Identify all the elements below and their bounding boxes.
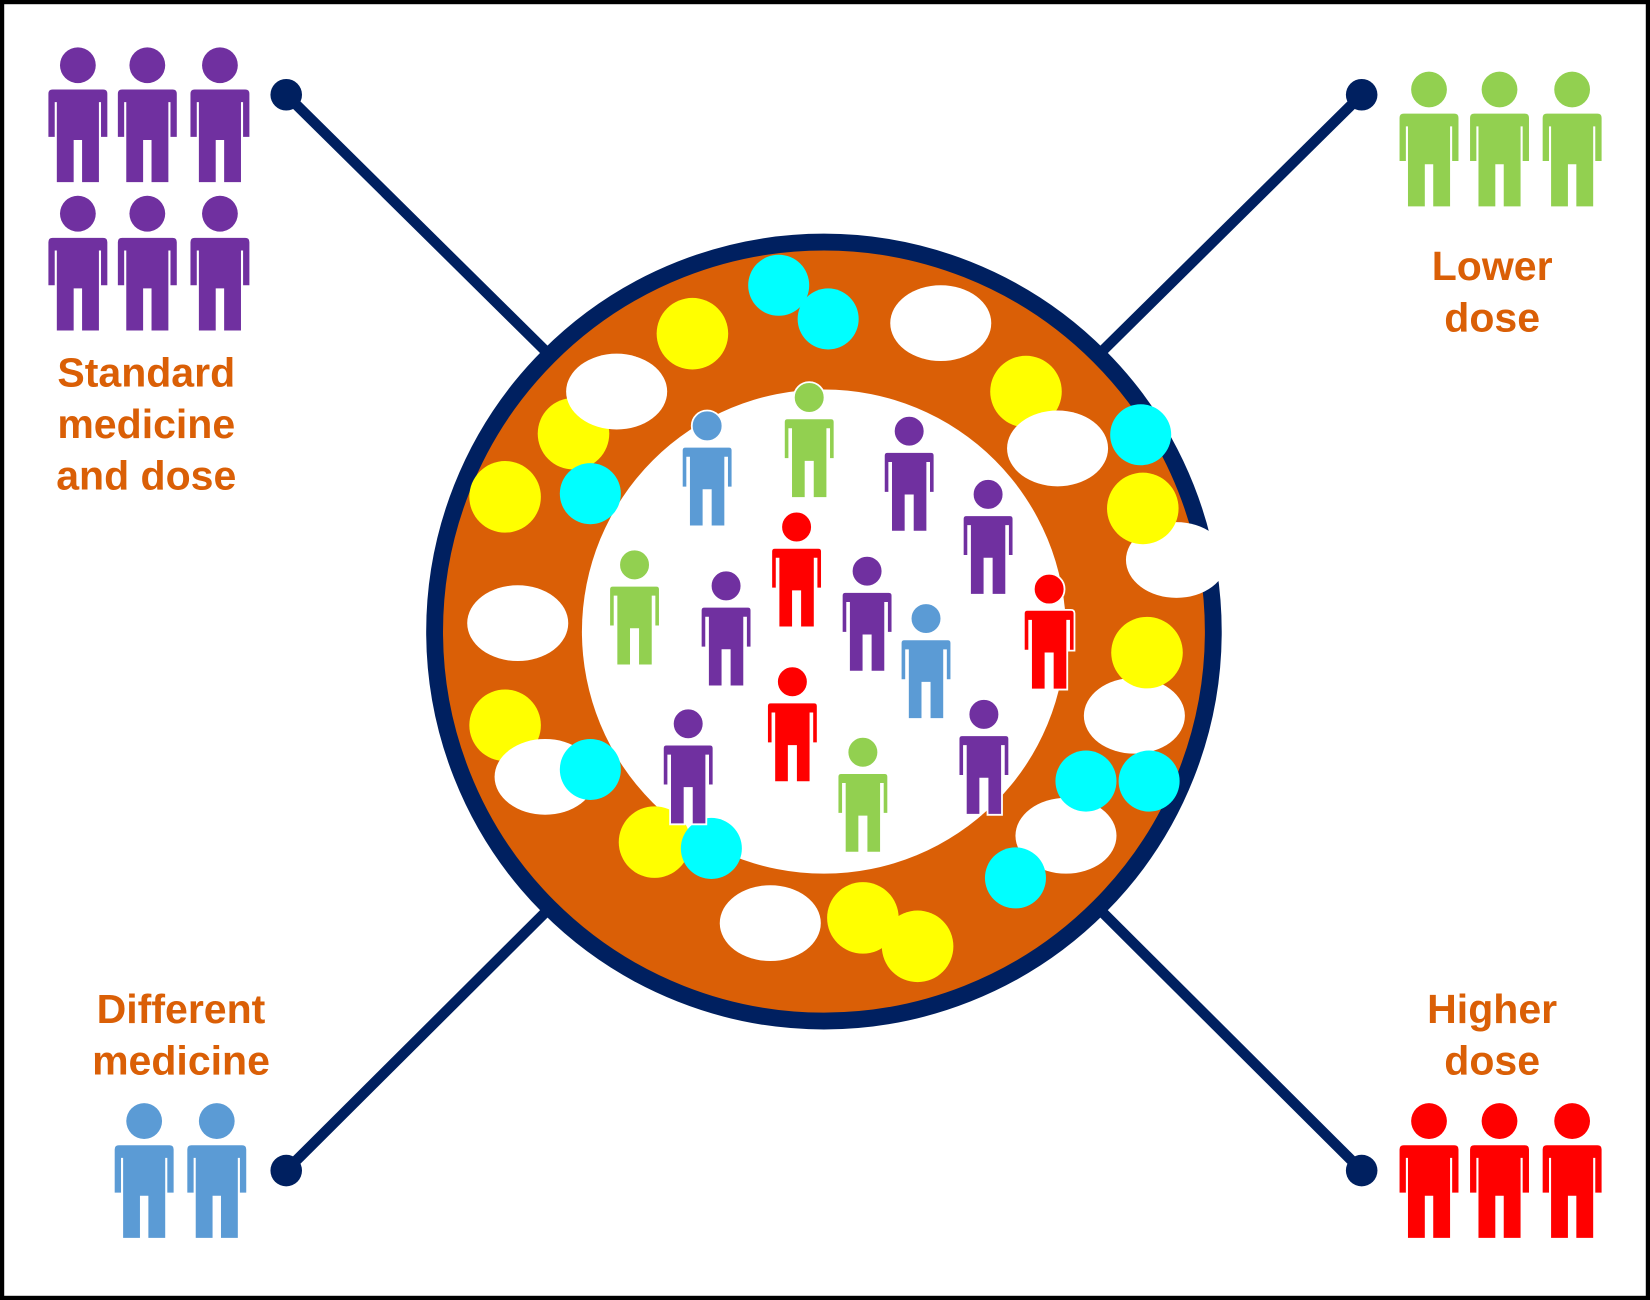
white-dot — [566, 353, 668, 430]
white-dot — [719, 885, 821, 962]
yellow-dot — [1111, 616, 1183, 689]
cyan-dot — [1118, 750, 1180, 812]
connector-dot — [270, 78, 303, 111]
white-dot — [1015, 797, 1117, 874]
connector-dot — [1345, 78, 1378, 111]
yellow-dot — [656, 297, 729, 370]
white-dot — [467, 585, 569, 662]
cyan-dot — [559, 463, 621, 525]
label-different-line1: Different — [97, 986, 266, 1032]
connector-standard — [282, 90, 557, 362]
yellow-dot — [881, 910, 954, 983]
group-different: Different medicine — [92, 986, 270, 1238]
cyan-dot — [748, 254, 810, 316]
label-standard-line1: Standard — [57, 349, 235, 395]
label-different-line2: medicine — [92, 1038, 270, 1084]
yellow-dot — [990, 355, 1062, 428]
label-higher-line1: Higher — [1427, 986, 1557, 1032]
group-lower: Lower dose — [1399, 71, 1602, 341]
label-lower-line2: dose — [1444, 295, 1540, 341]
connector-lower — [1091, 90, 1366, 362]
ring-dots — [467, 254, 1227, 983]
white-dot — [890, 285, 992, 362]
label-lower-line1: Lower — [1432, 243, 1553, 289]
group-standard: Standard medicine and dose — [48, 47, 250, 498]
connector-higher — [1091, 901, 1366, 1175]
yellow-dot — [1107, 472, 1179, 545]
group-higher: Higher dose — [1399, 986, 1602, 1238]
cyan-dot — [1110, 404, 1172, 466]
connector-dot — [270, 1154, 303, 1187]
cyan-dot — [984, 847, 1046, 909]
cyan-dot — [559, 738, 621, 800]
yellow-dot — [469, 461, 541, 533]
cyan-dot — [797, 288, 859, 350]
connector-dot — [1345, 1154, 1378, 1187]
white-dot — [1007, 410, 1109, 487]
connectors — [282, 90, 1366, 1175]
cyan-dot — [680, 817, 742, 879]
yellow-dot — [827, 882, 899, 954]
label-standard-line2: medicine — [57, 401, 235, 447]
connector-different — [282, 901, 557, 1175]
white-dot — [1083, 677, 1185, 754]
cyan-dot — [1055, 750, 1117, 812]
label-standard-line3: and dose — [56, 452, 236, 498]
label-higher-line2: dose — [1444, 1038, 1540, 1084]
